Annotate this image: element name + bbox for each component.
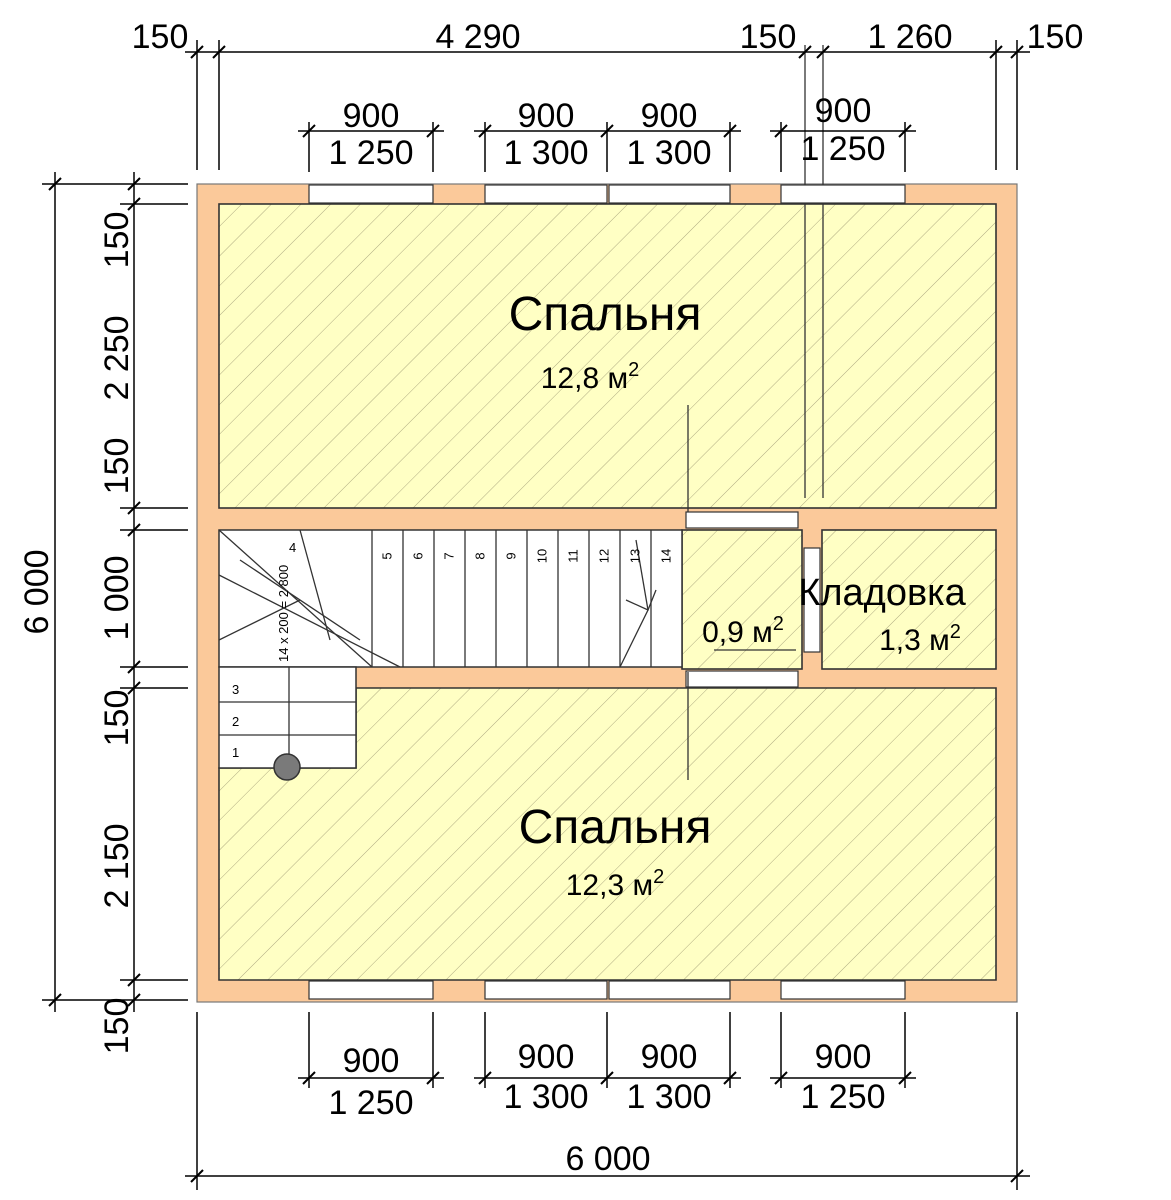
top-dim-1: 150 xyxy=(132,18,189,56)
room-area-hall: 0,9 м2 xyxy=(702,613,784,649)
stair-step-4: 4 xyxy=(289,540,296,555)
room-name-bedroom-top: Спальня xyxy=(509,288,702,341)
stair-start-marker xyxy=(273,753,301,781)
top-window-dims: 900 1 250 900 1 300 900 1 300 900 1 250 xyxy=(298,92,916,172)
top-dimension-chain: 150 4 290 150 1 260 150 xyxy=(132,18,1084,170)
stair-step-7: 7 xyxy=(442,552,457,559)
stair-step-1: 1 xyxy=(232,745,239,760)
windows-top xyxy=(308,184,906,204)
left-dimension-chain: 6 000 150 2 250 150 1 000 150 2 150 150 xyxy=(18,172,188,1054)
doorway-storage xyxy=(803,547,821,653)
bottom-window-3-width: 900 xyxy=(641,1038,698,1076)
top-window-4-height: 1 250 xyxy=(800,130,885,168)
bottom-window-4-width: 900 xyxy=(815,1038,872,1076)
stair-step-14: 14 xyxy=(659,549,674,563)
stair-step-5: 5 xyxy=(380,552,395,559)
left-dim-1: 150 xyxy=(98,212,136,269)
room-area-bedroom-bottom: 12,3 м2 xyxy=(566,866,664,902)
bottom-overall-dimension: 6 000 xyxy=(185,1012,1030,1190)
bottom-window-dims: 900 1 250 900 1 300 900 1 300 900 1 250 xyxy=(298,1012,916,1122)
top-window-4-width: 900 xyxy=(815,92,872,130)
bottom-window-2-width: 900 xyxy=(518,1038,575,1076)
storage-room xyxy=(821,529,997,670)
doorway-bottom xyxy=(685,670,799,688)
room-area-storage: 1,3 м2 xyxy=(879,621,961,657)
stair-step-11: 11 xyxy=(566,549,581,563)
stair-step-2: 2 xyxy=(232,714,239,729)
room-area-bedroom-top: 12,8 м2 xyxy=(541,359,639,395)
top-window-1-height: 1 250 xyxy=(328,134,413,172)
top-dim-3: 150 xyxy=(740,18,797,56)
top-window-2-width: 900 xyxy=(518,97,575,135)
overall-width: 6 000 xyxy=(565,1140,650,1178)
stair-step-9: 9 xyxy=(504,552,519,559)
top-dim-4: 1 260 xyxy=(867,18,952,56)
bedroom-top xyxy=(218,203,997,509)
stair-step-6: 6 xyxy=(411,552,426,559)
left-dim-4: 1 000 xyxy=(98,555,136,640)
bottom-window-1-width: 900 xyxy=(343,1042,400,1080)
bottom-window-1-height: 1 250 xyxy=(328,1084,413,1122)
stair-step-13: 13 xyxy=(628,549,643,563)
room-name-storage: Кладовка xyxy=(798,572,966,614)
left-dim-7: 150 xyxy=(98,998,136,1055)
staircase: 14 x 200 = 2 800 4 3 2 1 5 6 7 8 9 10 11 12 13 14 xyxy=(218,529,683,781)
stair-step-12: 12 xyxy=(597,549,612,563)
stair-step-10: 10 xyxy=(535,549,550,563)
stair-label: 14 x 200 = 2 800 xyxy=(276,565,291,662)
top-dim-2: 4 290 xyxy=(435,18,520,56)
bottom-window-2-height: 1 300 xyxy=(503,1078,588,1116)
overall-height: 6 000 xyxy=(18,549,56,634)
room-name-bedroom-bottom: Спальня xyxy=(519,801,712,854)
stair-step-8: 8 xyxy=(473,552,488,559)
left-dim-6: 2 150 xyxy=(98,823,136,908)
top-window-3-width: 900 xyxy=(641,97,698,135)
top-window-2-height: 1 300 xyxy=(503,134,588,172)
bottom-window-4-height: 1 250 xyxy=(800,1078,885,1116)
top-window-1-width: 900 xyxy=(343,97,400,135)
top-dim-5: 150 xyxy=(1027,18,1084,56)
left-dim-5: 150 xyxy=(98,690,136,747)
windows-bottom xyxy=(308,980,906,1000)
left-dim-3: 150 xyxy=(98,438,136,495)
left-dim-2: 2 250 xyxy=(98,315,136,400)
top-window-3-height: 1 300 xyxy=(626,134,711,172)
stair-step-3: 3 xyxy=(232,682,239,697)
bottom-window-3-height: 1 300 xyxy=(626,1078,711,1116)
doorway-top xyxy=(685,511,799,529)
